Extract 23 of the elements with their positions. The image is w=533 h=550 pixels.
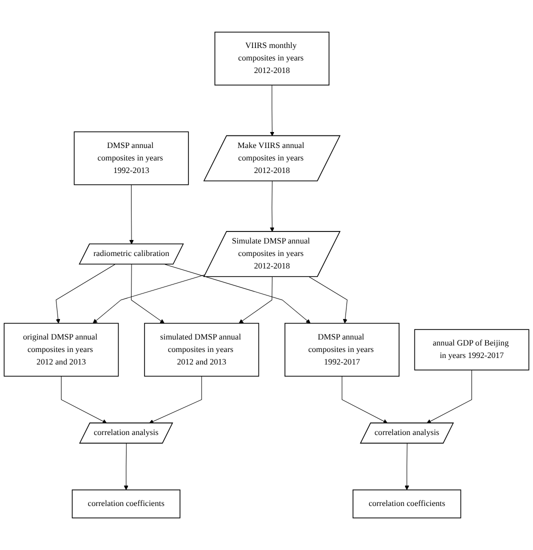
node-box: original DMSP annual composites in years 2012 and 2013 (4, 322, 119, 377)
arrow (92, 274, 206, 324)
arrow (308, 276, 348, 324)
arrow (124, 443, 128, 490)
arrow (56, 264, 116, 324)
arrow (164, 264, 310, 324)
arrow (342, 376, 388, 424)
arrow (131, 264, 164, 324)
arrow (238, 276, 272, 324)
node-box: DMSP annual composites in years 1992-2013 (74, 131, 189, 186)
node-box: correlation coefficients (72, 489, 180, 518)
node-box: annual GDP of Beijing in years 1992-2017 (414, 329, 530, 370)
arrow (129, 184, 134, 244)
node-box: correlation coefficients (352, 489, 462, 518)
arrow (404, 443, 410, 490)
arrow (270, 84, 274, 136)
arrow (60, 376, 107, 424)
node-box: VIIRS monthly composites in years 2012-2018 (214, 32, 330, 86)
arrow (426, 370, 472, 424)
node-box: DMSP annual composites in years 1992-2017 (284, 322, 400, 377)
arrow (270, 180, 274, 232)
arrow (149, 376, 202, 424)
node-box: simulated DMSP annual composites in years 2012 and 2013 (144, 322, 260, 377)
